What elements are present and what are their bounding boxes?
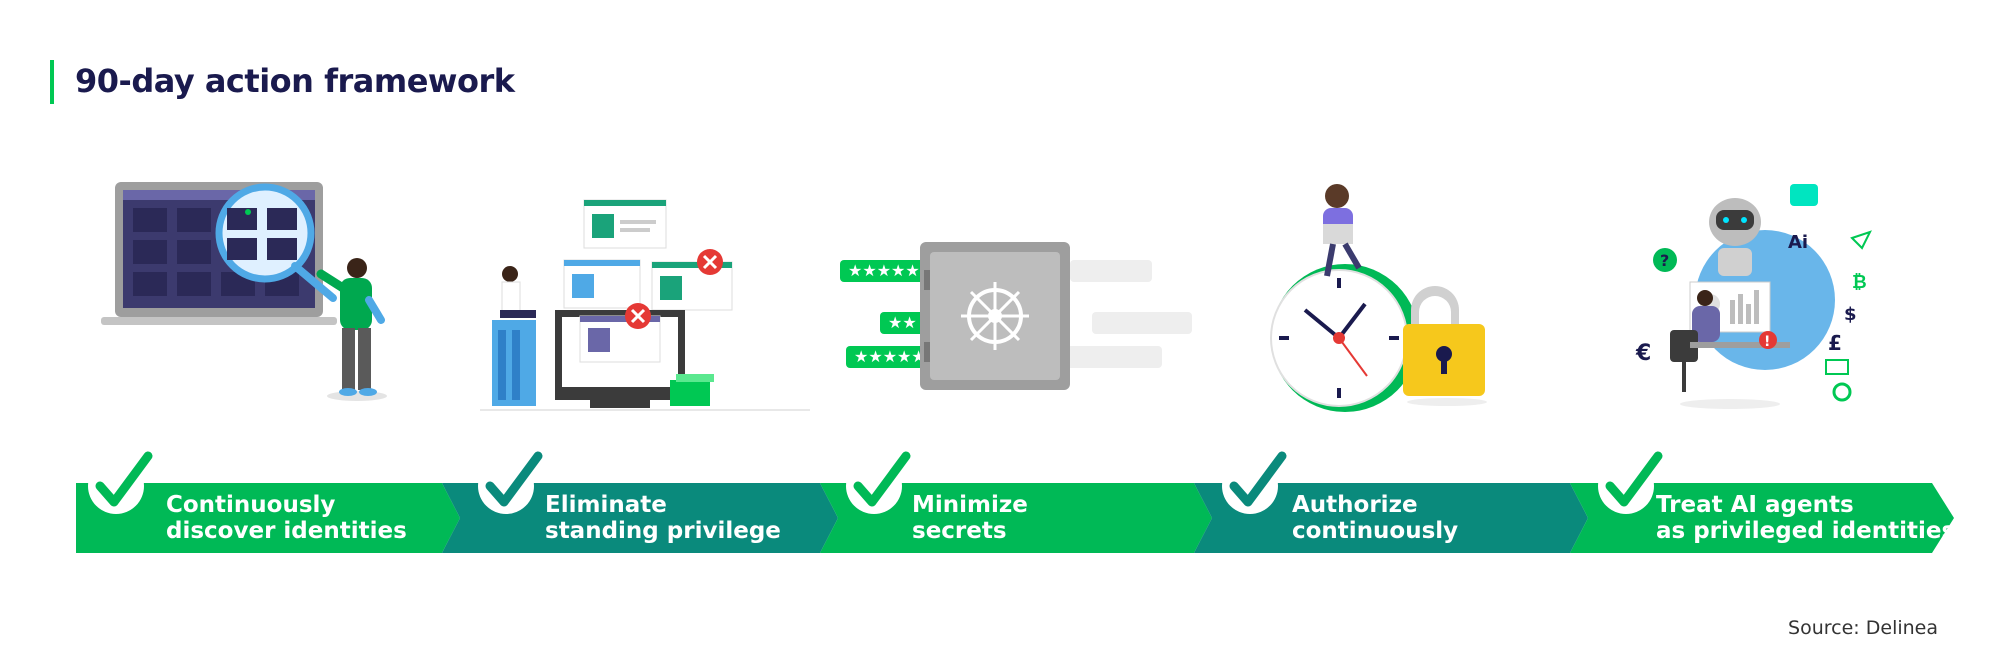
step-band-3: [820, 483, 1212, 553]
source-note: Source: Delinea: [1788, 617, 1938, 639]
check-icon: [78, 444, 162, 528]
svg-text:€: €: [1635, 341, 1651, 366]
svg-text:₿: ₿: [1852, 272, 1867, 293]
illustration-minimize-secrets: ★★★★★ ★★ ★★★★★: [840, 242, 1192, 390]
svg-text:Ai: Ai: [1788, 232, 1808, 253]
illustration-discover-identities: [101, 182, 387, 401]
svg-text:★★★★★: ★★★★★: [848, 261, 920, 280]
svg-text:★★: ★★: [888, 313, 917, 332]
svg-text:£: £: [1828, 331, 1842, 355]
step-band-4: [1194, 483, 1588, 553]
check-icon: [836, 444, 920, 528]
step-banner: [76, 483, 1954, 553]
page-title: 90-day action framework: [75, 62, 515, 100]
check-icon: [1588, 444, 1672, 528]
step-band-2: [442, 483, 838, 553]
illustration-eliminate-privilege: [480, 199, 810, 411]
illustration-authorize-continuously: [1270, 184, 1487, 412]
check-icon: [1212, 444, 1296, 528]
svg-text:?: ?: [1660, 251, 1669, 270]
step-band-5: [1570, 483, 1954, 553]
svg-text:$: $: [1844, 304, 1857, 325]
illustration-ai-agents: ! ? € £ $ ₿ Ai: [1635, 184, 1872, 409]
svg-text:!: !: [1764, 334, 1770, 350]
step-band-1: [76, 483, 460, 553]
svg-text:★★★★★: ★★★★★: [854, 347, 926, 366]
check-icon: [468, 444, 552, 528]
title-accent-bar: [50, 60, 54, 104]
